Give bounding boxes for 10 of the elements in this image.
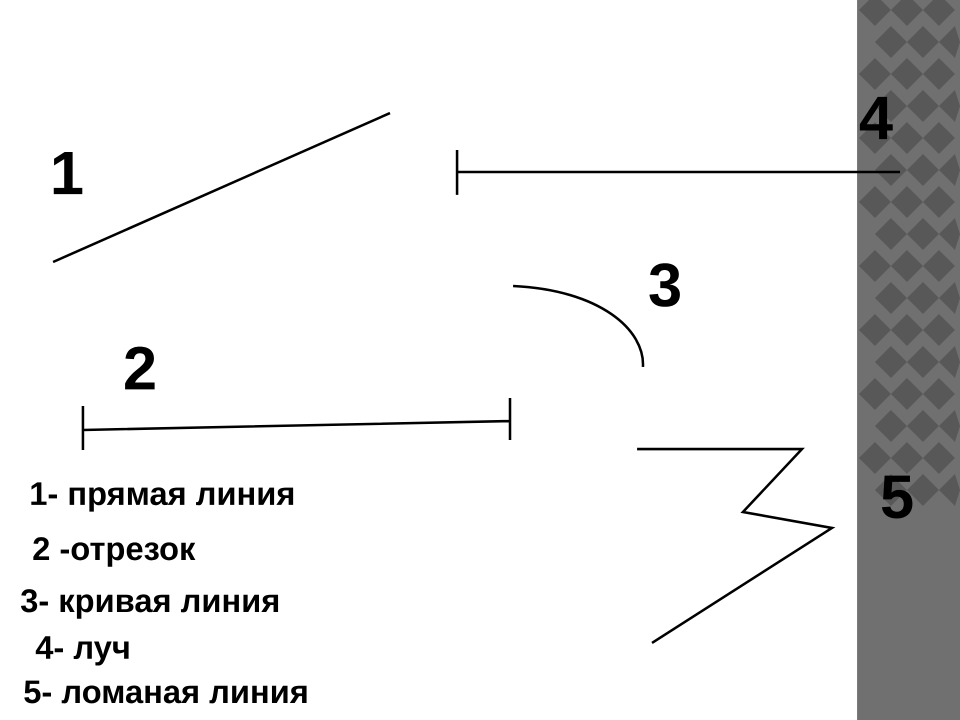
number-label: 3 — [649, 263, 680, 307]
legend-text: 5- ломаная линия — [24, 680, 307, 704]
legend-text: 1- прямая линия — [31, 482, 294, 512]
number-label: 1 — [54, 152, 82, 194]
legend-text: 4- луч — [36, 636, 129, 666]
number-label: 4 — [860, 96, 893, 140]
legend-text: 2 -отрезок — [33, 537, 196, 567]
number-label: 5 — [882, 476, 912, 518]
number-label: 2 — [125, 346, 155, 390]
legend-text: 3- кривая линия — [20, 589, 278, 619]
